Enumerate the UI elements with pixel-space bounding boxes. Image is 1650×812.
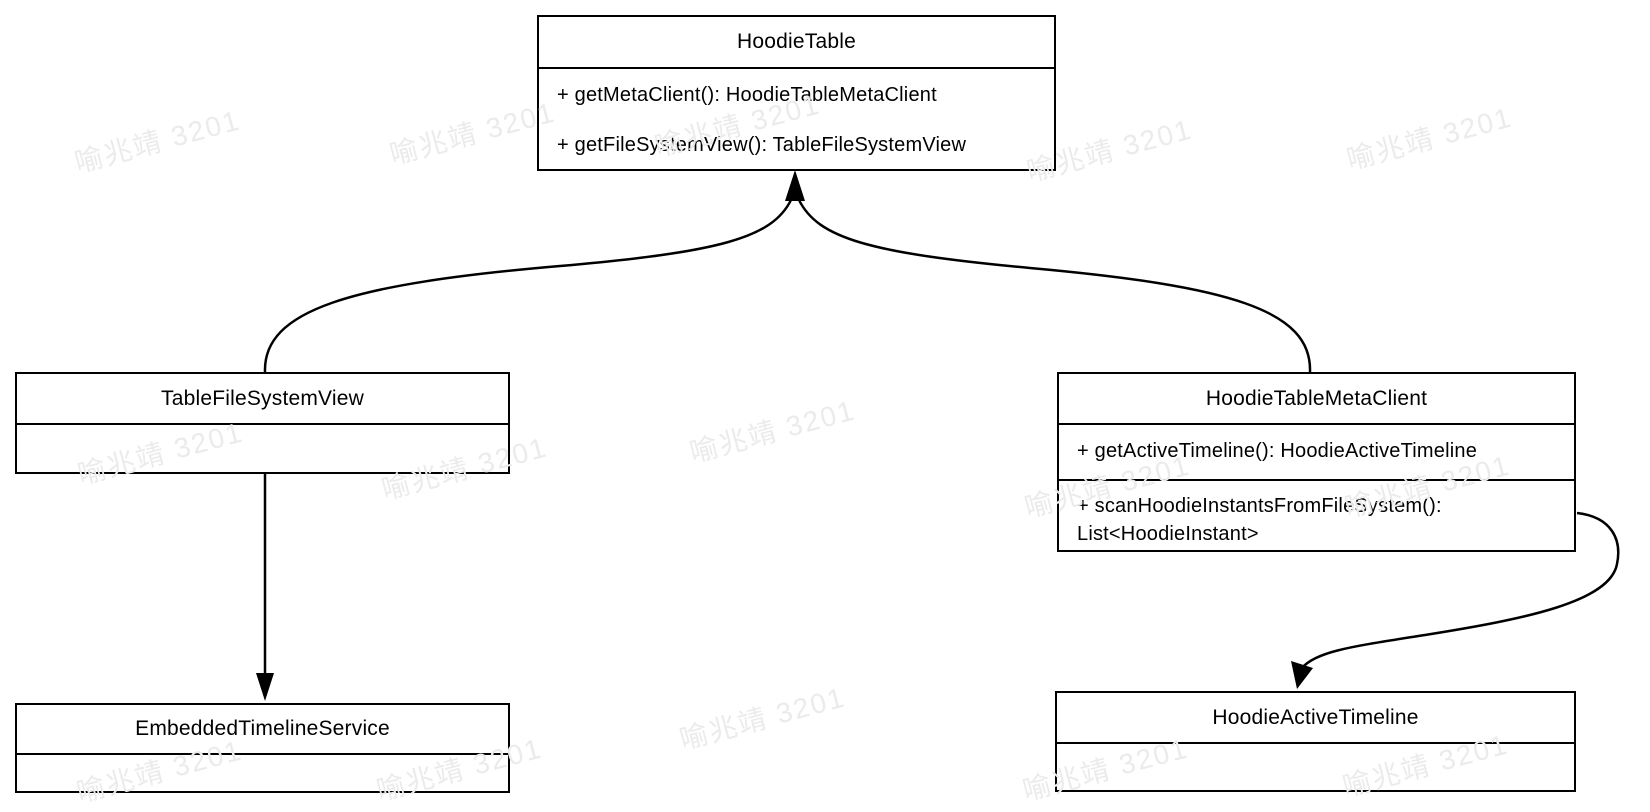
class-title: HoodieTable (539, 17, 1054, 69)
class-member: + getMetaClient(): HoodieTableMetaClient (557, 84, 937, 106)
arrowhead-to-embeddedtimelineservice (256, 673, 274, 701)
class-member: + scanHoodieInstantsFromFileSystem(): (1077, 495, 1442, 517)
class-box-hoodietablemetaclient: HoodieTableMetaClient + getActiveTimelin… (1057, 372, 1576, 552)
class-title: HoodieTableMetaClient (1059, 374, 1574, 425)
class-title: HoodieActiveTimeline (1057, 693, 1574, 744)
class-box-hoodietable: HoodieTable + getMetaClient(): HoodieTab… (537, 15, 1056, 171)
connector-hoodietablemetaclient-to-hoodieactivetimeline (1301, 511, 1620, 669)
arrowhead-to-hoodietable (785, 170, 805, 201)
class-members-section: + getMetaClient(): HoodieTableMetaClient… (539, 69, 1054, 170)
class-box-embeddedtimelineservice: EmbeddedTimelineService (15, 703, 510, 793)
class-member: List<HoodieInstant> (1077, 523, 1259, 545)
arrowhead-to-hoodieactivetimeline (1291, 661, 1313, 689)
class-members-section: + getActiveTimeline(): HoodieActiveTimel… (1059, 425, 1574, 479)
class-members-section-empty (17, 755, 508, 791)
class-box-tablefilesystemview: TableFileSystemView (15, 372, 510, 474)
class-member: + getActiveTimeline(): HoodieActiveTimel… (1077, 440, 1478, 462)
class-box-hoodieactivetimeline: HoodieActiveTimeline (1055, 691, 1576, 792)
class-members-section: + scanHoodieInstantsFromFileSystem(): Li… (1059, 479, 1574, 550)
connector-tablefilesystemview-to-hoodietable (263, 199, 793, 373)
class-title: EmbeddedTimelineService (17, 705, 508, 755)
connector-hoodietablemetaclient-to-hoodietable (797, 199, 1312, 373)
class-members-section-empty (1057, 744, 1574, 790)
class-member: + getFileSystemView(): TableFileSystemVi… (557, 134, 967, 156)
class-title: TableFileSystemView (17, 374, 508, 425)
class-members-section-empty (17, 425, 508, 472)
